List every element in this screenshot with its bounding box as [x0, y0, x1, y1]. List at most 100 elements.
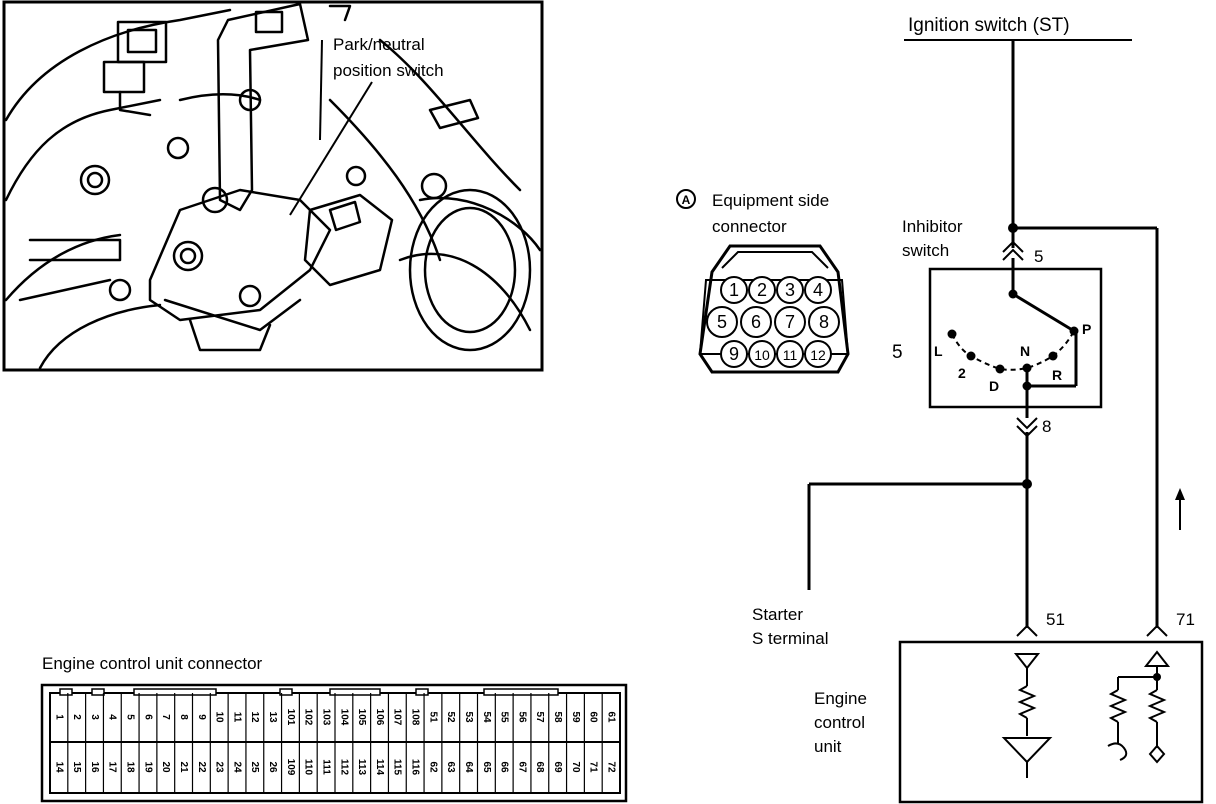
ecu-pin-label: 59	[570, 711, 581, 723]
ecu-pin-label: 110	[303, 759, 314, 776]
inhibitor-pin-8-chevron	[1016, 417, 1038, 438]
ecu-pin-label: 104	[338, 709, 349, 726]
equipment-connector-title-line1: Equipment side	[712, 191, 829, 210]
ecu-pin-label: 25	[249, 761, 260, 773]
equipment-pin-label: 9	[729, 344, 739, 364]
junction-dot-starter	[1022, 479, 1032, 489]
ecu-pin-label: 71	[588, 761, 599, 773]
ecu-pin-label: 61	[605, 711, 616, 723]
ecu-pin-label: 57	[534, 711, 545, 723]
equipment-connector-badge: A	[676, 189, 696, 209]
equipment-connector-title-line2: connector	[712, 217, 787, 236]
ecu-pin-label: 103	[320, 709, 331, 726]
ecu-pin-label: 53	[463, 711, 474, 723]
ecu-pin-71-label: 71	[1176, 610, 1195, 629]
ecu-pin-label: 115	[392, 759, 403, 776]
ecu-pin-label: 14	[53, 761, 64, 773]
ecu-pin-label: 66	[499, 761, 510, 773]
ecu-pin-label: 26	[267, 761, 278, 773]
ecu-pin-71-chevron	[1146, 624, 1168, 637]
ecu-pin-label: 106	[374, 709, 385, 726]
ecu-pin-label: 9	[196, 714, 207, 720]
ecu-pin-label: 72	[605, 761, 616, 773]
inhibitor-switch-contacts	[947, 289, 1079, 391]
ecu-pin-label: 101	[285, 709, 296, 726]
position-N: N	[1020, 343, 1030, 359]
ecu-pin-label: 62	[427, 761, 438, 773]
ecu-pin-label: 5	[125, 714, 136, 720]
equipment-pin-circle	[740, 306, 772, 338]
ecu-pin-label: 109	[285, 759, 296, 776]
position-R: R	[1052, 367, 1062, 383]
ecu-pin-label: 64	[463, 761, 474, 773]
equipment-pin-label: 10	[754, 347, 770, 363]
ecu-connector-pins: 1142153164175186197208219221023112412251…	[53, 693, 616, 793]
inhibitor-connector-number: 5	[892, 342, 903, 363]
ecu-connector-title: Engine control unit connector	[42, 654, 263, 673]
equipment-pin-label: 5	[717, 312, 727, 332]
equipment-pin-label: 1	[729, 280, 739, 300]
equipment-pin-circle	[804, 276, 832, 304]
ecu-pin-51-label: 51	[1046, 610, 1065, 629]
ecu-internal-circuit-51	[1001, 653, 1053, 778]
ecu-pin-label: 21	[178, 761, 189, 773]
ecu-pin-label: 107	[392, 709, 403, 726]
equipment-pin-circle	[748, 340, 776, 368]
position-P: P	[1082, 321, 1091, 337]
equipment-pin-circle	[808, 306, 840, 338]
ecu-pin-label: 10	[214, 711, 225, 723]
ecu-pin-label: 19	[142, 761, 153, 773]
ecu-pin-label: 3	[89, 714, 100, 720]
position-L: L	[934, 343, 943, 359]
equipment-pin-label: 12	[810, 347, 826, 363]
equipment-pin-circle	[776, 340, 804, 368]
position-D: D	[989, 378, 999, 394]
ecu-pin-label: 8	[178, 714, 189, 720]
equipment-pin-label: 4	[813, 280, 823, 300]
ecu-pin-label: 12	[249, 711, 260, 723]
ecu-pin-label: 68	[534, 761, 545, 773]
ecu-pin-label: 16	[89, 761, 100, 773]
equipment-pin-label: 3	[785, 280, 795, 300]
ecu-pin-label: 69	[552, 761, 563, 773]
ecu-pin-label: 55	[499, 711, 510, 723]
ecu-pin-label: 102	[303, 709, 314, 726]
ecu-pin-label: 108	[410, 709, 421, 726]
ecu-pin-label: 11	[231, 712, 242, 723]
ecu-pin-label: 67	[516, 761, 527, 773]
ecu-pin-label: 20	[160, 761, 171, 773]
equipment-pin-circle	[720, 340, 748, 368]
starter-label-line2: S terminal	[752, 629, 829, 648]
ecu-pin-label: 24	[231, 761, 242, 773]
ecu-box	[898, 640, 1204, 804]
ecu-pin-label: 105	[356, 709, 367, 726]
equipment-pin-label: 6	[751, 312, 761, 332]
ecu-pin-51-chevron	[1016, 624, 1038, 637]
inhibitor-pin-8-label: 8	[1042, 417, 1051, 436]
inhibitor-switch-box	[928, 267, 1103, 409]
equipment-pin-label: 11	[783, 347, 798, 363]
ecu-pin-label: 112	[338, 759, 349, 776]
ecu-pin-label: 15	[71, 761, 82, 773]
equipment-pin-circle	[804, 340, 832, 368]
ecu-label-line3: unit	[814, 737, 842, 756]
transmission-illustration	[2, 0, 544, 372]
equipment-pin-circle	[706, 306, 738, 338]
ecu-pin-label: 7	[160, 714, 171, 720]
equipment-pin-label: 8	[819, 312, 829, 332]
ecu-pin-label: 13	[267, 711, 278, 723]
ecu-pin-label: 4	[107, 714, 118, 720]
photo-callout-line1: Park/neutral	[333, 35, 425, 54]
ecu-pin-label: 51	[427, 711, 438, 723]
ecu-pin-label: 1	[53, 714, 64, 720]
current-direction-arrow	[1175, 488, 1185, 530]
equipment-pin-label: 2	[757, 280, 767, 300]
ecu-connector-frame	[40, 683, 628, 803]
ecu-pin-label: 56	[516, 711, 527, 723]
equipment-pin-circle	[774, 306, 806, 338]
ignition-switch-label: Ignition switch (ST)	[908, 15, 1070, 36]
ecu-label-line1: Engine	[814, 689, 867, 708]
starter-label-line1: Starter	[752, 605, 803, 624]
